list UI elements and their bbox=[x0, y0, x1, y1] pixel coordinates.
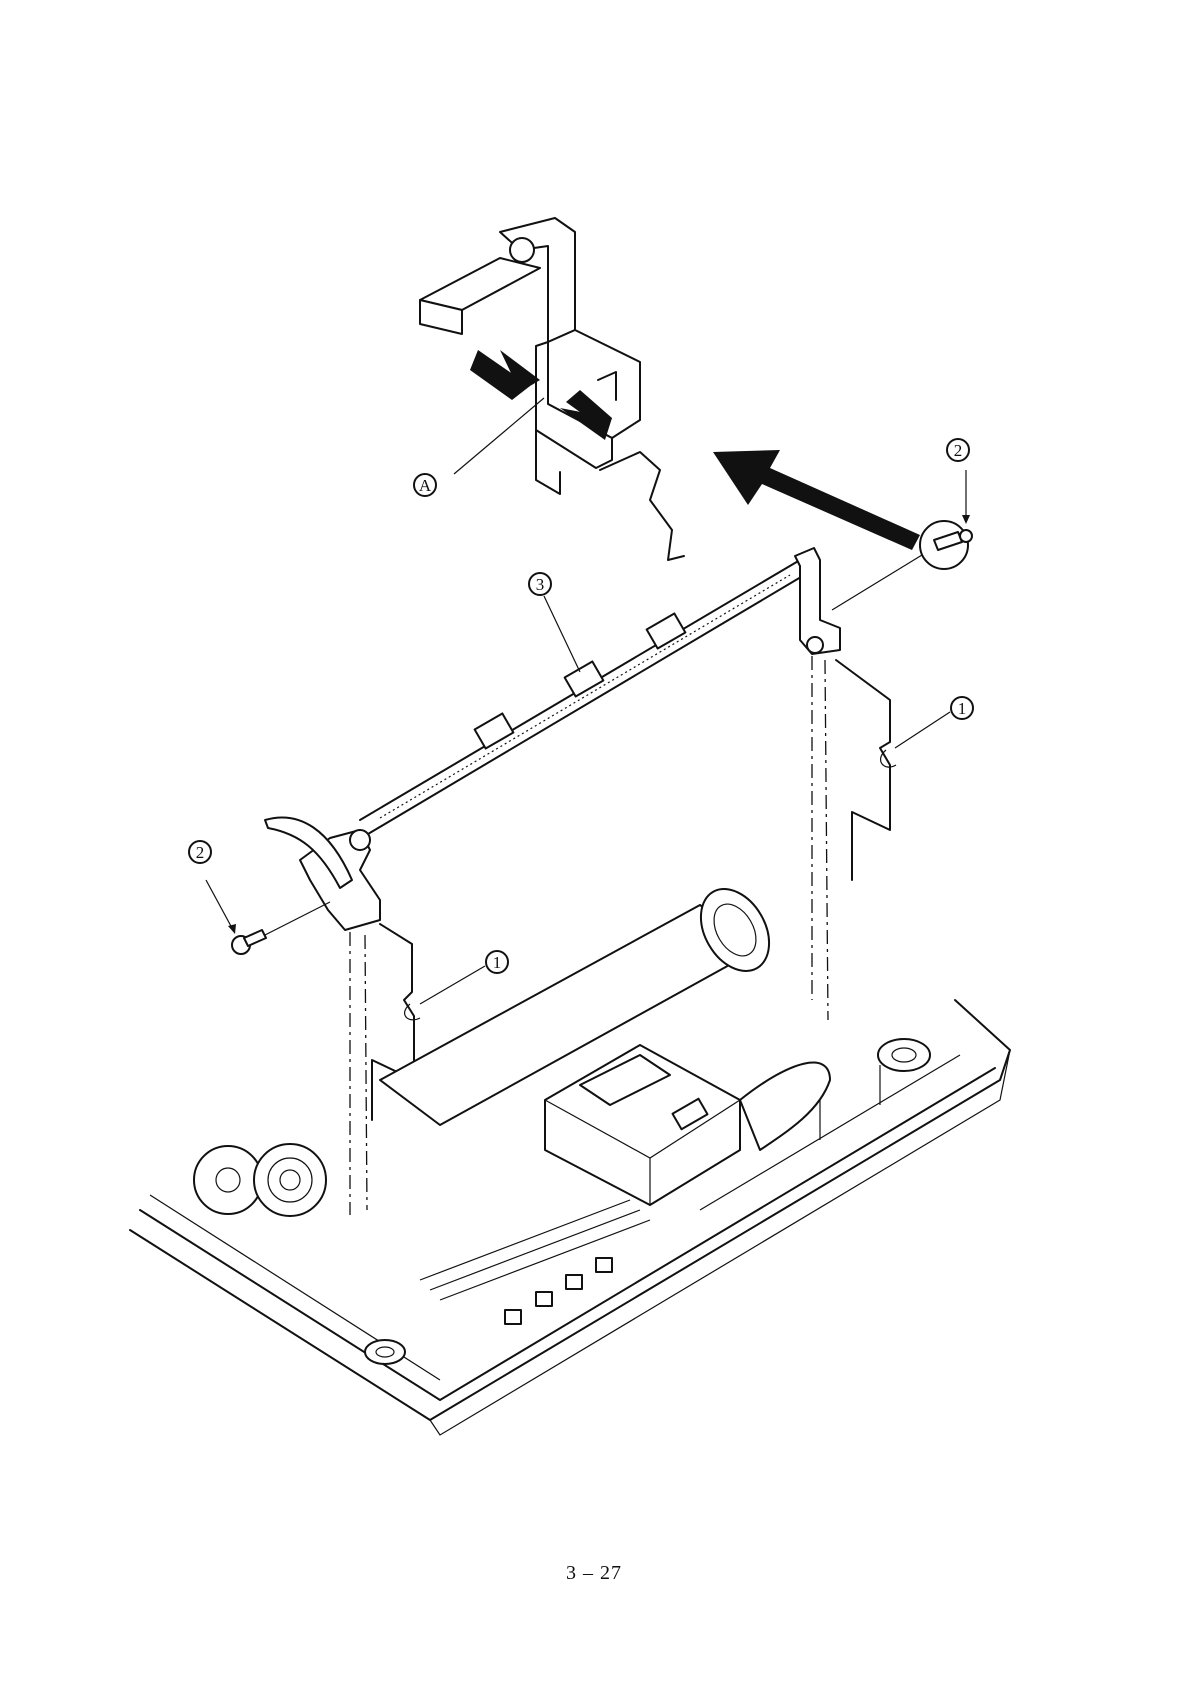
page-number: 3 – 27 bbox=[0, 1562, 1188, 1585]
direction-arrow bbox=[713, 450, 920, 550]
callout-screw-left: 2 bbox=[189, 841, 211, 863]
svg-text:2: 2 bbox=[196, 843, 205, 862]
shaft-roller bbox=[565, 661, 604, 696]
svg-text:3: 3 bbox=[536, 575, 545, 594]
svg-text:2: 2 bbox=[954, 441, 963, 460]
shaft-assembly bbox=[265, 548, 840, 930]
callout-shaft: 3 bbox=[529, 573, 580, 672]
screw-left bbox=[206, 880, 330, 954]
shaft-roller bbox=[475, 713, 514, 748]
callout-bracket-right: 1 bbox=[895, 697, 973, 748]
callout-screw-top-right: 2 bbox=[947, 439, 969, 461]
printer-base bbox=[130, 877, 1010, 1435]
svg-text:1: 1 bbox=[493, 953, 502, 972]
svg-text:A: A bbox=[419, 476, 432, 495]
lever-detail-part bbox=[420, 218, 684, 560]
callout-bracket-left: 1 bbox=[420, 951, 508, 1004]
shaft-roller bbox=[647, 613, 686, 648]
svg-text:1: 1 bbox=[958, 699, 967, 718]
callout-a: A bbox=[414, 474, 436, 496]
